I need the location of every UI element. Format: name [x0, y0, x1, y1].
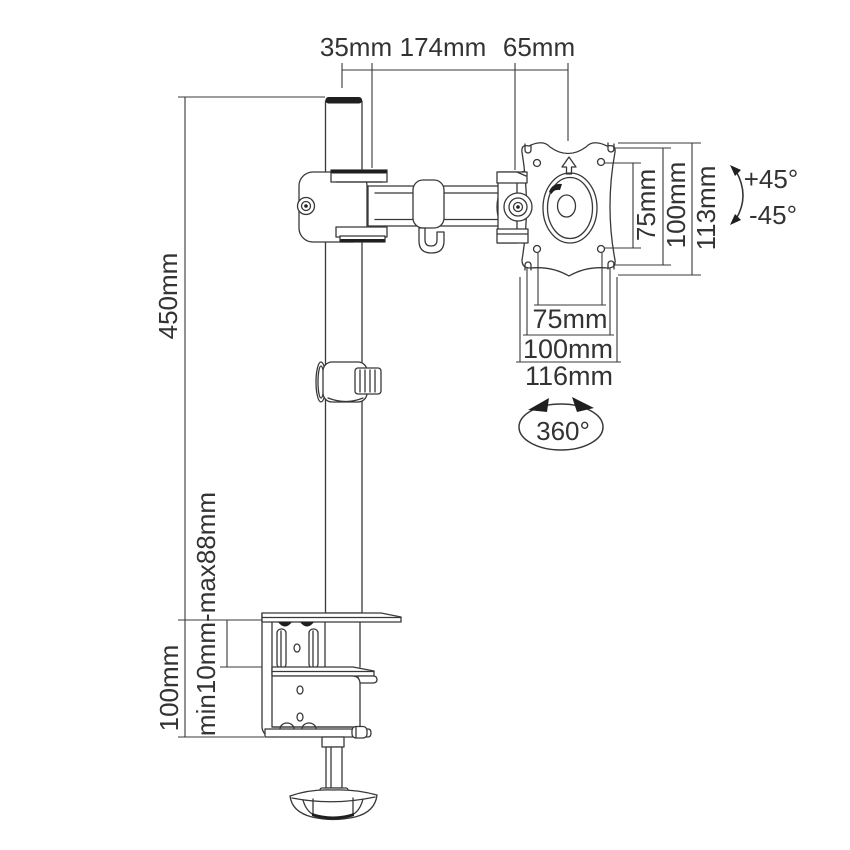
label-vesa-75-vertical: 75mm	[631, 169, 661, 241]
label-vesa-75-horizontal: 75mm	[532, 304, 607, 334]
vesa-pivot-bracket	[496, 171, 533, 244]
dimension-left	[178, 96, 325, 738]
label-vesa-100-horizontal: 100mm	[523, 334, 613, 364]
center-boss	[542, 172, 598, 244]
vesa-hole	[596, 157, 606, 167]
up-arrow-icon	[561, 156, 577, 175]
corner-slot-bottom-left	[524, 261, 532, 271]
vesa-hole	[532, 158, 542, 168]
label-arm-length: 174mm	[400, 32, 487, 62]
label-tilt-down: -45°	[749, 200, 797, 230]
label-vesa-116-horizontal: 116mm	[525, 361, 613, 391]
clamp-screw-shaft	[325, 746, 343, 789]
clamp-star-knob	[289, 787, 378, 821]
rotate-arrowhead-left-icon	[528, 398, 549, 412]
label-pole-height: 450mm	[153, 253, 183, 340]
corner-slot-top-right	[607, 142, 615, 153]
label-vesa-100-vertical: 100mm	[661, 162, 691, 249]
label-vesa-113-vertical: 113mm	[691, 166, 721, 251]
corner-slot-bottom-right	[607, 260, 615, 270]
dimension-vesa-vertical	[604, 142, 701, 276]
pole-top-cap	[325, 97, 362, 104]
label-swivel-360: 360°	[536, 416, 590, 446]
corner-slot-top-left	[524, 143, 532, 154]
label-tilt-up: +45°	[744, 164, 799, 194]
label-arm-to-plate: 65mm	[503, 32, 575, 62]
cable-hook-icon	[418, 227, 445, 254]
collar-knob	[354, 367, 382, 395]
labels: 35mm 174mm 65mm 450mm min10mm-max88mm 10…	[153, 32, 798, 736]
rotate-arrowhead-right-icon	[572, 397, 594, 412]
cable-clip	[412, 179, 445, 254]
vesa-plate	[521, 142, 616, 277]
boss-notch	[549, 183, 562, 194]
clamp-lower-body	[271, 675, 361, 728]
tilt-arrowhead-down-icon	[730, 214, 741, 225]
tilt-arrowhead-up-icon	[730, 165, 741, 176]
arm-pole-clamp	[296, 169, 388, 243]
desk-clamp	[261, 612, 402, 821]
label-clamp-opening: min10mm-max88mm	[191, 492, 221, 736]
height-collar	[315, 361, 382, 403]
dimension-top	[341, 63, 569, 170]
vesa-hole	[596, 244, 606, 254]
label-pole-to-arm: 35mm	[320, 32, 392, 62]
vesa-hole	[532, 244, 542, 254]
clamp-bottom-plate	[264, 728, 372, 738]
label-clamp-height: 100mm	[154, 645, 184, 732]
dimension-vesa-horizontal	[516, 253, 621, 363]
screw-boss	[321, 736, 345, 748]
rotation-360-symbol	[518, 397, 604, 451]
tilt-arrow	[730, 165, 744, 225]
